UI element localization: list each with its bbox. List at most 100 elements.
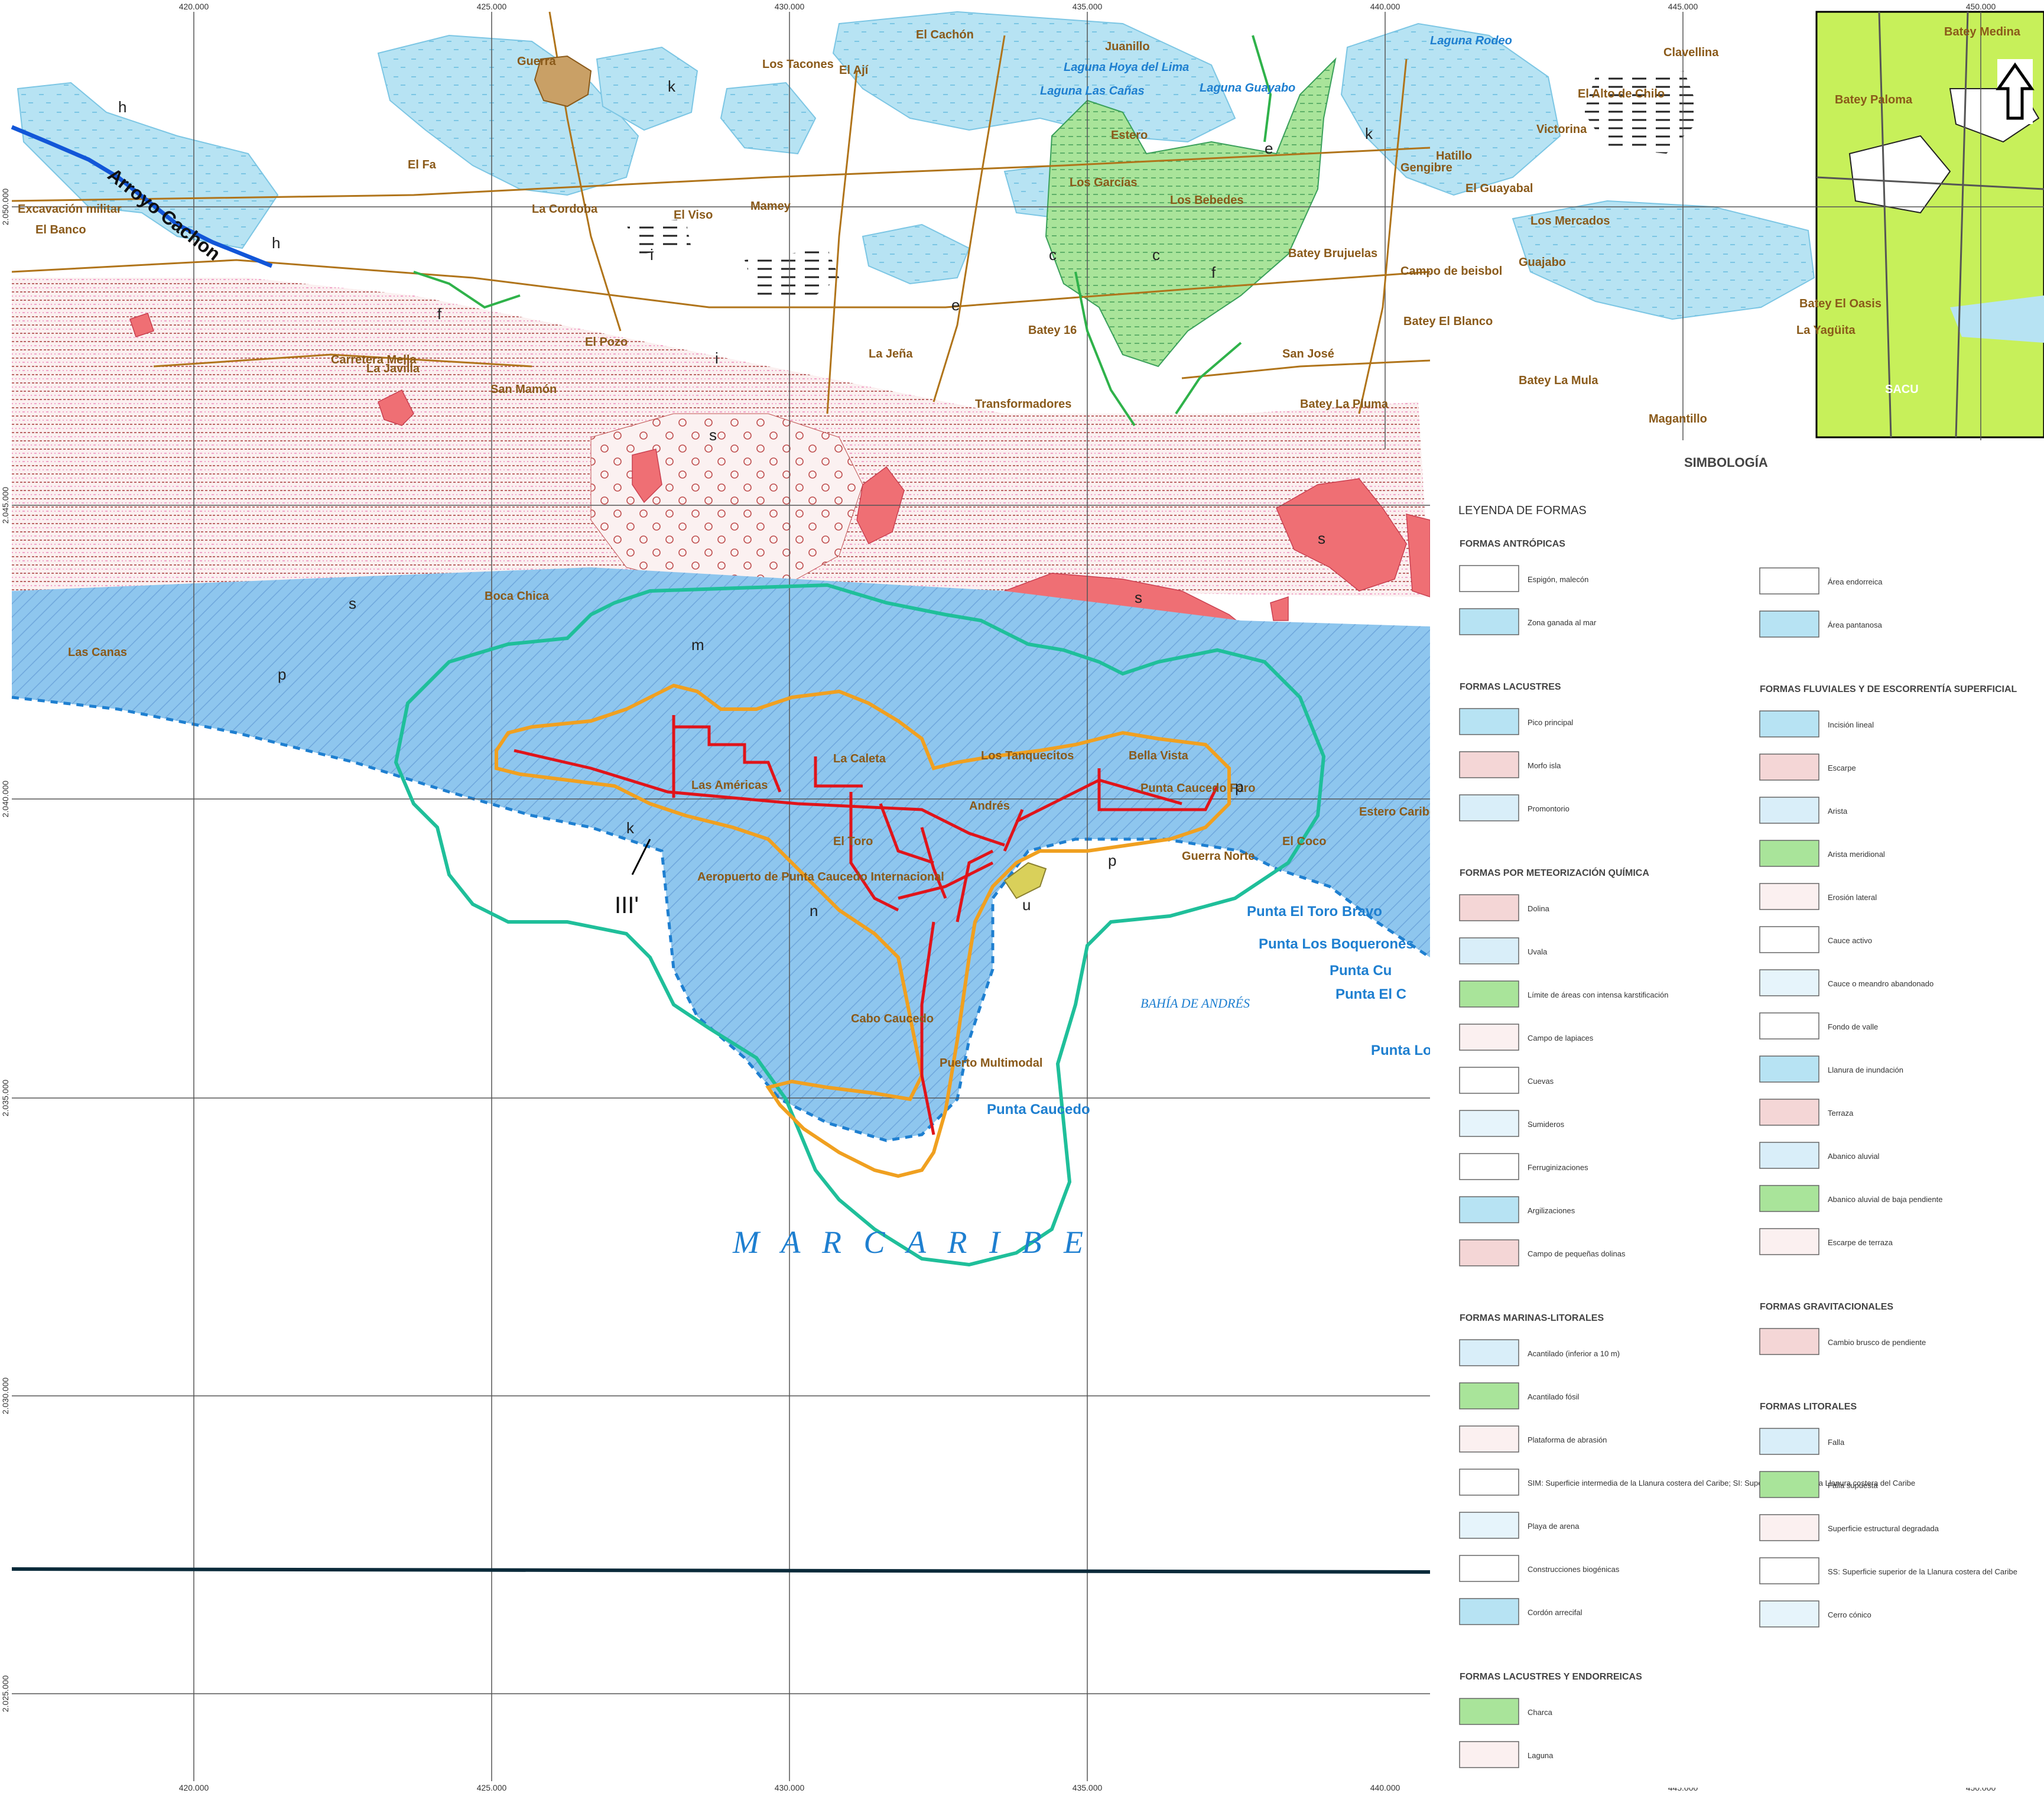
town-label: El Coco [1282,835,1326,848]
legend-item-label: Llanura de inundación [1828,1066,1903,1074]
y-tick-label: 2.025.000 [1,1675,10,1712]
town-label: El Alto de Chilo [1578,87,1665,100]
cape-label: Punta Lo [1371,1042,1432,1058]
town-label: Excavación militar [18,203,122,216]
legend-swatch [1759,1428,1819,1455]
legend-item-label: Playa de arena [1528,1522,1580,1531]
legend-item-label: Cordón arrecifal [1528,1608,1582,1617]
town-label: Guerra Norte [1182,850,1255,863]
x-tick-label: 425.000 [477,2,507,11]
town-label: La Jeña [869,347,913,360]
unit-letter: m [691,636,704,654]
town-label: Los Bebedes [1170,194,1243,207]
unit-letter: p [1108,852,1116,869]
unit-letter: k [668,77,676,95]
x-tick-label: 445.000 [1668,2,1698,11]
legend-swatch [1759,1055,1819,1083]
legend-item-label: Laguna [1528,1751,1554,1760]
town-label: SACU [1885,383,1919,396]
cape-label: Punta Cu [1330,963,1392,979]
legend-swatch [1759,1012,1819,1040]
legend-item-label: Zona ganada al mar [1528,618,1597,627]
unit-letter: s [1135,589,1142,606]
legend-item-label: Incisión lineal [1828,720,1874,729]
town-label: Clavellina [1663,46,1719,59]
legend-item-label: Falla [1828,1438,1845,1447]
legend-item-label: Acantilado (inferior a 10 m) [1528,1349,1620,1358]
legend-swatch [1759,710,1819,738]
town-label: Batey Medina [1944,25,2021,38]
legend-swatch [1759,567,1819,595]
x-tick-label: 435.000 [1073,2,1103,11]
streams [413,35,1272,427]
x-tick-label: 425.000 [477,1783,507,1792]
legend-section-heading: FORMAS GRAVITACIONALES [1760,1302,1893,1312]
legend-swatch [1459,1741,1519,1768]
town-label: Los Tanquecitos [981,749,1074,762]
legend-swatch [1459,1067,1519,1094]
legend-item-label: Dolina [1528,904,1550,913]
town-label: San José [1282,347,1334,360]
legend-section-heading: FORMAS LACUSTRES [1460,682,1561,692]
town-label: Laguna Las Cañas [1040,85,1145,98]
town-label: Campo de beisbol [1400,265,1502,278]
bay-label: BAHÍA DE ANDRÉS [1140,996,1250,1011]
town-label: Los Tacones [762,58,834,71]
legend-section-heading: FORMAS ANTRÓPICAS [1460,538,1565,549]
town-label: Batey 16 [1028,324,1077,337]
town-label: Punta Caucedo Faro [1140,782,1255,795]
town-label: El Toro [833,835,873,848]
town-label: El Viso [674,209,713,222]
town-label: La Yagüita [1796,324,1856,337]
town-label: Los Mercados [1530,215,1610,228]
legend-item-label: Abanico aluvial de baja pendiente [1828,1195,1942,1204]
town-label: El Fa [408,158,437,171]
town-label: Transformadores [975,398,1071,411]
town-label: Boca Chica [485,590,550,603]
legend-swatch [1459,1425,1519,1453]
legend-swatch [1459,894,1519,921]
legend-swatch [1459,1698,1519,1725]
legend-section-heading: FORMAS MARINAS-LITORALES [1460,1313,1604,1323]
legend-swatch [1759,1600,1819,1628]
legend-swatch [1459,1239,1519,1266]
town-label: Las Américas [691,779,768,792]
unit-letter: s [349,595,356,612]
x-tick-label: 430.000 [775,2,805,11]
legend-swatch [1759,1185,1819,1212]
town-label: Estero Caribe [1359,805,1436,818]
legend-swatch [1759,969,1819,996]
y-tick-label: 2.035.000 [1,1080,10,1116]
legend-item-label: Cuevas [1528,1077,1554,1086]
legend-item-label: Límite de áreas con intensa karstificaci… [1528,990,1668,999]
legend-swatch [1459,751,1519,778]
town-label: Batey El Blanco [1403,315,1493,328]
legend-item-label: Cauce o meandro abandonado [1828,979,1933,988]
y-tick-label: 2.040.000 [1,781,10,817]
unit-letter: i [650,246,654,264]
town-label: Batey El Oasis [1799,297,1881,310]
legend-item-label: Promontorio [1528,804,1569,813]
legend-item-label: Terraza [1828,1109,1854,1118]
unit-letter: i [715,349,719,367]
town-label: Bella Vista [1129,749,1189,762]
x-tick-label: 450.000 [1966,2,1996,11]
legend-item-label: Escarpe de terraza [1828,1238,1893,1247]
legend-item-label: Escarpe [1828,764,1856,772]
unit-letter: e [951,296,960,314]
legend-item-label: Pico principal [1528,718,1573,727]
legend-item-label: Acantilado fósil [1528,1392,1580,1401]
town-label: Laguna Hoya del Lima [1064,61,1189,74]
legend-item-label: Falla supuesta [1828,1481,1878,1490]
legend-item-label: Plataforma de abrasión [1528,1435,1607,1444]
legend-swatch [1459,980,1519,1008]
legend-swatch [1759,1471,1819,1498]
legend-section-heading: FORMAS LITORALES [1760,1402,1857,1412]
town-label: Victorina [1536,123,1587,136]
town-label: El Ají [839,64,869,77]
lagoon-patches [17,11,1815,320]
town-label: El Banco [35,223,86,236]
unit-letter: c [1152,246,1160,264]
marsh-areas [626,71,1702,295]
